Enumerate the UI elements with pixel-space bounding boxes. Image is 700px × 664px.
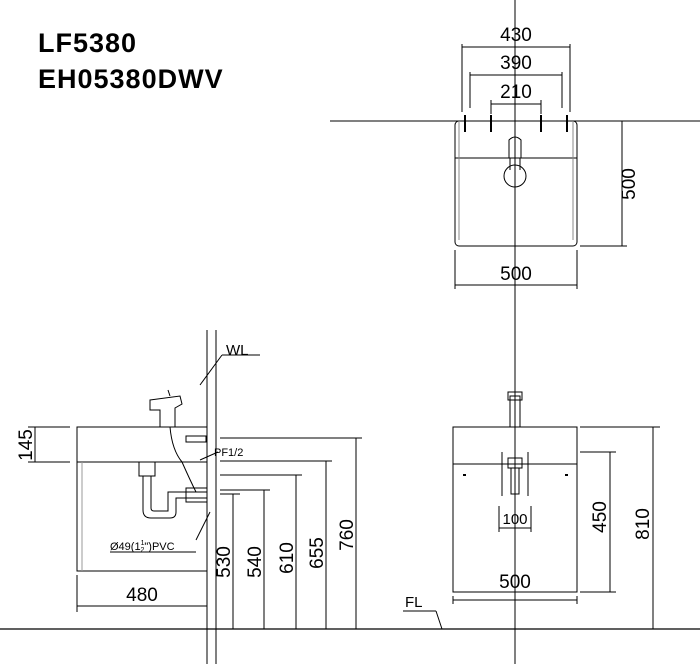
supply-valve: [185, 435, 207, 443]
model-code-2: EH05380DWV: [38, 64, 224, 94]
dim-500-front-width: 500: [499, 572, 531, 593]
dim-655: 655: [307, 537, 328, 569]
dim-610: 610: [277, 542, 298, 574]
drain-top: [138, 461, 156, 477]
dim-760: 760: [337, 519, 358, 551]
cabinet-side: [76, 461, 208, 572]
dim-500-vertical: 500: [619, 168, 640, 200]
dim-480: 480: [126, 585, 158, 606]
faucet-front: [509, 395, 521, 428]
model-code-1: LF5380: [38, 28, 138, 58]
p-trap-outer: [142, 476, 207, 519]
pipe-leader: [195, 511, 211, 541]
p-trap-inner: [150, 476, 207, 512]
dim-450: 450: [590, 501, 611, 533]
faucet-base: [503, 164, 527, 188]
label-fl: FL: [405, 594, 423, 611]
wall-flange: [185, 487, 208, 503]
dim-530: 530: [214, 546, 235, 578]
faucet-side: [149, 395, 183, 428]
label-pf: PF1/2: [214, 447, 243, 459]
label-wl: WL: [226, 342, 249, 359]
basin-side: [76, 426, 208, 463]
dim-540: 540: [245, 546, 266, 578]
dim-210: 210: [500, 82, 532, 103]
dim-390: 390: [500, 53, 532, 74]
faucet-spout-top: [508, 136, 522, 158]
wl-leader: [199, 354, 223, 386]
side-view: [28, 354, 362, 629]
trap-front: [510, 467, 520, 495]
front-view: [403, 391, 660, 630]
cabinet-front: [452, 463, 578, 593]
supply-hose: [169, 426, 197, 493]
top-view: [454, 44, 627, 289]
dim-430: 430: [500, 25, 532, 46]
dim-500-top-width: 500: [500, 264, 532, 285]
basin-outline: [454, 120, 578, 247]
dim-145: 145: [16, 429, 37, 461]
dim-100: 100: [502, 511, 527, 528]
dim-810: 810: [633, 508, 654, 540]
fl-leader: [435, 610, 443, 630]
